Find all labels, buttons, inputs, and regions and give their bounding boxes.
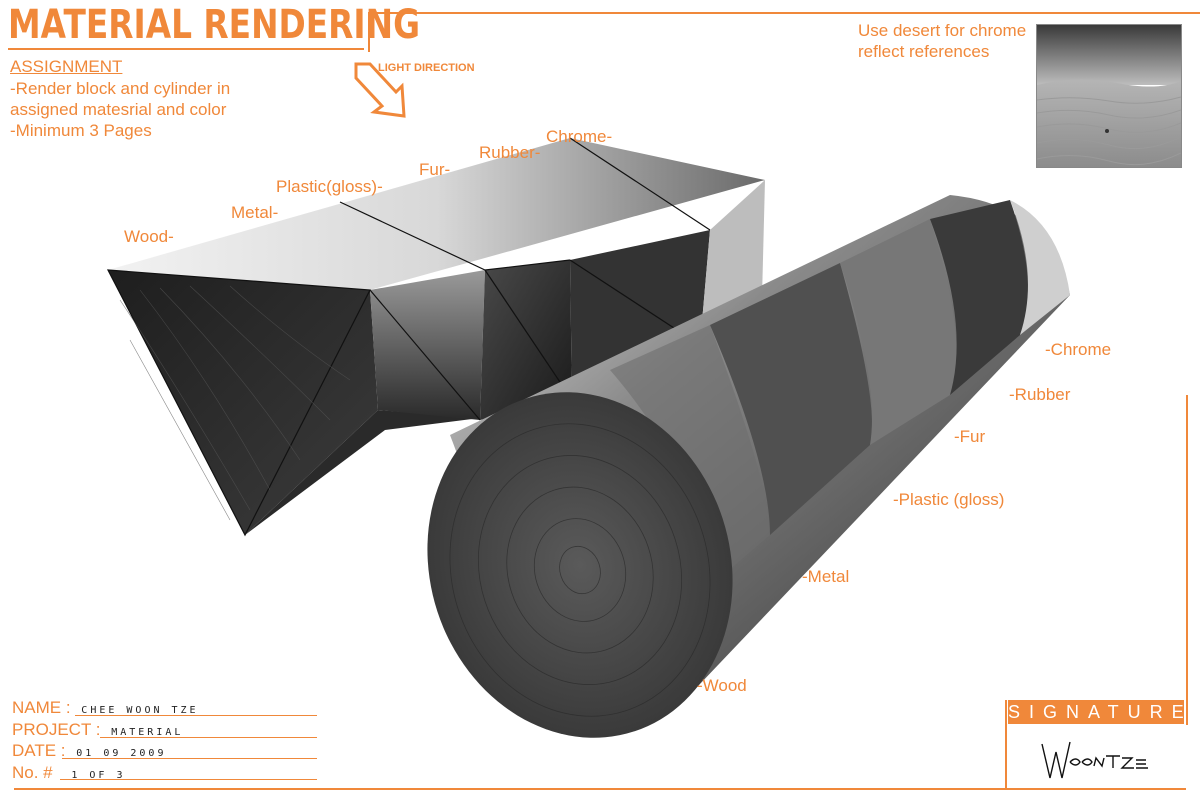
page-title: MATERIAL RENDERING — [8, 2, 421, 48]
date-underline — [62, 758, 317, 759]
cylinder-label-rubber: -Rubber — [1009, 385, 1071, 404]
block-label-chrome: Chrome- — [546, 127, 613, 146]
reference-note: Use desert for chrome reflect references — [858, 21, 1027, 61]
assignment-line-1: -Render block and cylinder in — [10, 79, 231, 98]
top-border-line — [370, 12, 1200, 14]
block-label-wood: Wood- — [124, 227, 174, 246]
material-cylinder-illustration — [410, 185, 1080, 750]
block-label-plastic: Plastic(gloss)- — [276, 177, 383, 196]
form-row-project: PROJECT : MATERIAL — [12, 720, 183, 740]
title-underline — [8, 48, 364, 50]
assignment-line-2: assigned matesrial and color — [10, 100, 227, 119]
handwritten-signature — [1040, 738, 1150, 787]
signature-border-left — [1005, 700, 1007, 790]
bottom-border-line — [14, 788, 1186, 790]
number-value: 1 OF 3 — [71, 770, 126, 781]
light-direction-arrow-icon — [352, 60, 412, 125]
cylinder-label-fur: -Fur — [954, 427, 986, 446]
desert-reference-photo — [1036, 24, 1182, 168]
name-label: NAME : — [12, 698, 71, 717]
assignment-heading: ASSIGNMENT — [10, 57, 123, 76]
material-block-illustration — [100, 130, 770, 555]
assignment-line-3: -Minimum 3 Pages — [10, 121, 152, 140]
cylinder-label-plastic: -Plastic (gloss) — [893, 490, 1005, 509]
block-label-rubber: Rubber- — [479, 143, 541, 162]
cylinder-label-metal: -Metal — [802, 567, 850, 586]
date-label: DATE : — [12, 741, 66, 760]
number-underline — [60, 779, 317, 780]
form-row-date: DATE : 01 09 2009 — [12, 741, 166, 761]
cylinder-label-wood: -Wood — [697, 676, 747, 695]
form-row-name: NAME : CHEE WOON TZE — [12, 698, 199, 718]
block-label-fur: Fur- — [419, 160, 451, 179]
number-label: No. # — [12, 763, 53, 782]
right-border-line — [1186, 395, 1188, 725]
name-value: CHEE WOON TZE — [81, 705, 199, 716]
block-label-metal: Metal- — [231, 203, 279, 222]
project-label: PROJECT : — [12, 720, 101, 739]
project-value: MATERIAL — [111, 727, 184, 738]
form-row-number: No. # 1 OF 3 — [12, 763, 126, 783]
cylinder-label-chrome: -Chrome — [1045, 340, 1112, 359]
top-border-corner — [368, 12, 370, 52]
signature-label: SIGNATURE — [1008, 700, 1193, 724]
name-underline — [75, 715, 317, 716]
light-direction-label: LIGHT DIRECTION — [378, 62, 475, 74]
project-underline — [100, 737, 317, 738]
date-value: 01 09 2009 — [76, 748, 167, 759]
